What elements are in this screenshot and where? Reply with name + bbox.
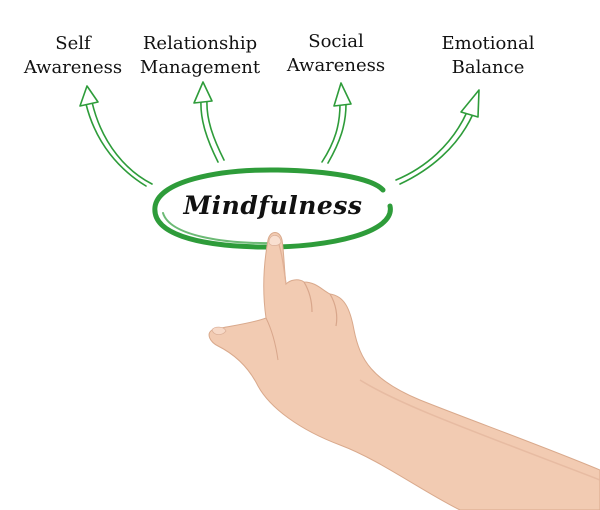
branch-label-line: Awareness: [286, 55, 386, 76]
branch-label-line: Social: [308, 31, 364, 52]
branch-label-line: Relationship: [142, 33, 258, 54]
branch-label-line: Emotional: [441, 33, 535, 54]
arrow-relationship-management: [193, 81, 225, 163]
arrow-social-awareness: [321, 82, 352, 164]
branch-label-social-awareness: Social Awareness: [280, 30, 392, 78]
branch-label-emotional-balance: Emotional Balance: [430, 32, 546, 80]
branch-label-relationship-management: Relationship Management: [138, 32, 262, 80]
center-ellipse-inner-stroke: [162, 212, 276, 245]
pointing-hand-illustration: [208, 232, 600, 510]
hand-shape: [208, 232, 600, 510]
branch-label-self-awareness: Self Awareness: [18, 32, 128, 80]
arrow-self-awareness: [79, 85, 153, 187]
branch-label-line: Self: [55, 33, 91, 54]
branch-label-line: Awareness: [23, 57, 123, 78]
branch-label-line: Balance: [451, 57, 525, 78]
arrow-emotional-balance: [395, 89, 480, 185]
center-label-mindfulness: Mindfulness: [183, 191, 363, 220]
center-ellipse: [152, 167, 393, 250]
branch-label-line: Management: [139, 57, 261, 78]
fingernail: [268, 234, 282, 246]
